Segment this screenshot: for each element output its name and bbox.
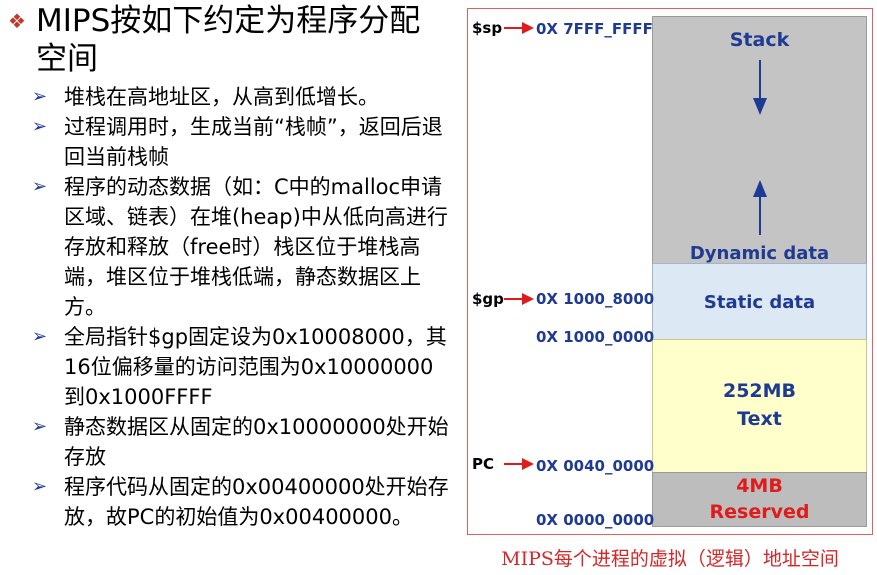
stack-label: Stack <box>729 29 790 51</box>
address-bottom: 0X 0000_0000 <box>536 511 655 529</box>
text-size-label: 252MB <box>722 380 797 402</box>
list-item: ➢静态数据区从固定的0x10000000处开始存放 <box>30 412 450 472</box>
arrow-bullet-icon: ➢ <box>32 476 48 497</box>
address-gp: 0X 1000_8000 <box>536 290 655 308</box>
arrow-down-icon <box>753 60 767 115</box>
diagram-caption: MIPS每个进程的虚拟（逻辑）地址空间 <box>501 548 839 570</box>
address-static-start: 0X 1000_0000 <box>536 328 655 346</box>
reserved-label: Reserved <box>709 501 810 523</box>
arrow-bullet-icon: ➢ <box>32 116 48 137</box>
arrow-up-icon <box>753 180 767 235</box>
page-title: MIPS按如下约定为程序分配空间 <box>36 3 421 77</box>
reserved-size-label: 4MB <box>736 475 783 497</box>
address-top: 0X 7FFF_FFFF <box>536 20 653 38</box>
dynamic-data-label: Dynamic data <box>689 243 830 264</box>
address-text-start: 0X 0040_0000 <box>536 457 655 475</box>
text-label: Text <box>737 408 782 430</box>
reserved-segment: 4MB Reserved <box>652 472 867 527</box>
gp-pointer-arrow-icon <box>504 293 534 305</box>
arrow-bullet-icon: ➢ <box>32 176 48 197</box>
diamond-bullet-icon: ❖ <box>8 9 26 33</box>
arrow-bullet-icon: ➢ <box>32 326 48 347</box>
stack-segment: Stack Dynamic data <box>652 16 867 264</box>
arrow-bullet-icon: ➢ <box>32 86 48 107</box>
list-item: ➢程序代码从固定的0x00400000处开始存放，故PC的初始值为0x00400… <box>30 472 450 532</box>
static-data-label: Static data <box>703 292 816 313</box>
sp-register-label: $sp <box>472 19 503 37</box>
gp-register-label: $gp <box>472 290 504 308</box>
list-item: ➢程序的动态数据（如：C中的malloc申请区域、链表）在堆(heap)中从低向… <box>30 172 450 322</box>
sp-pointer-arrow-icon <box>504 22 534 34</box>
memory-layout-diagram: Stack Dynamic data Static data 252MB Tex… <box>467 8 873 535</box>
list-item: ➢全局指针$gp固定设为0x10008000，其16位偏移量的访问范围为0x10… <box>30 322 450 412</box>
static-data-segment: Static data <box>652 263 867 340</box>
list-item: ➢过程调用时，生成当前“栈帧”，返回后退回当前栈帧 <box>30 112 450 172</box>
list-item: ➢堆栈在高地址区，从高到低增长。 <box>30 82 450 112</box>
text-segment: 252MB Text <box>652 339 867 473</box>
pc-register-label: PC <box>472 455 495 473</box>
arrow-bullet-icon: ➢ <box>32 416 48 437</box>
bullet-list: ➢堆栈在高地址区，从高到低增长。 ➢过程调用时，生成当前“栈帧”，返回后退回当前… <box>30 82 450 532</box>
pc-pointer-arrow-icon <box>504 458 534 470</box>
